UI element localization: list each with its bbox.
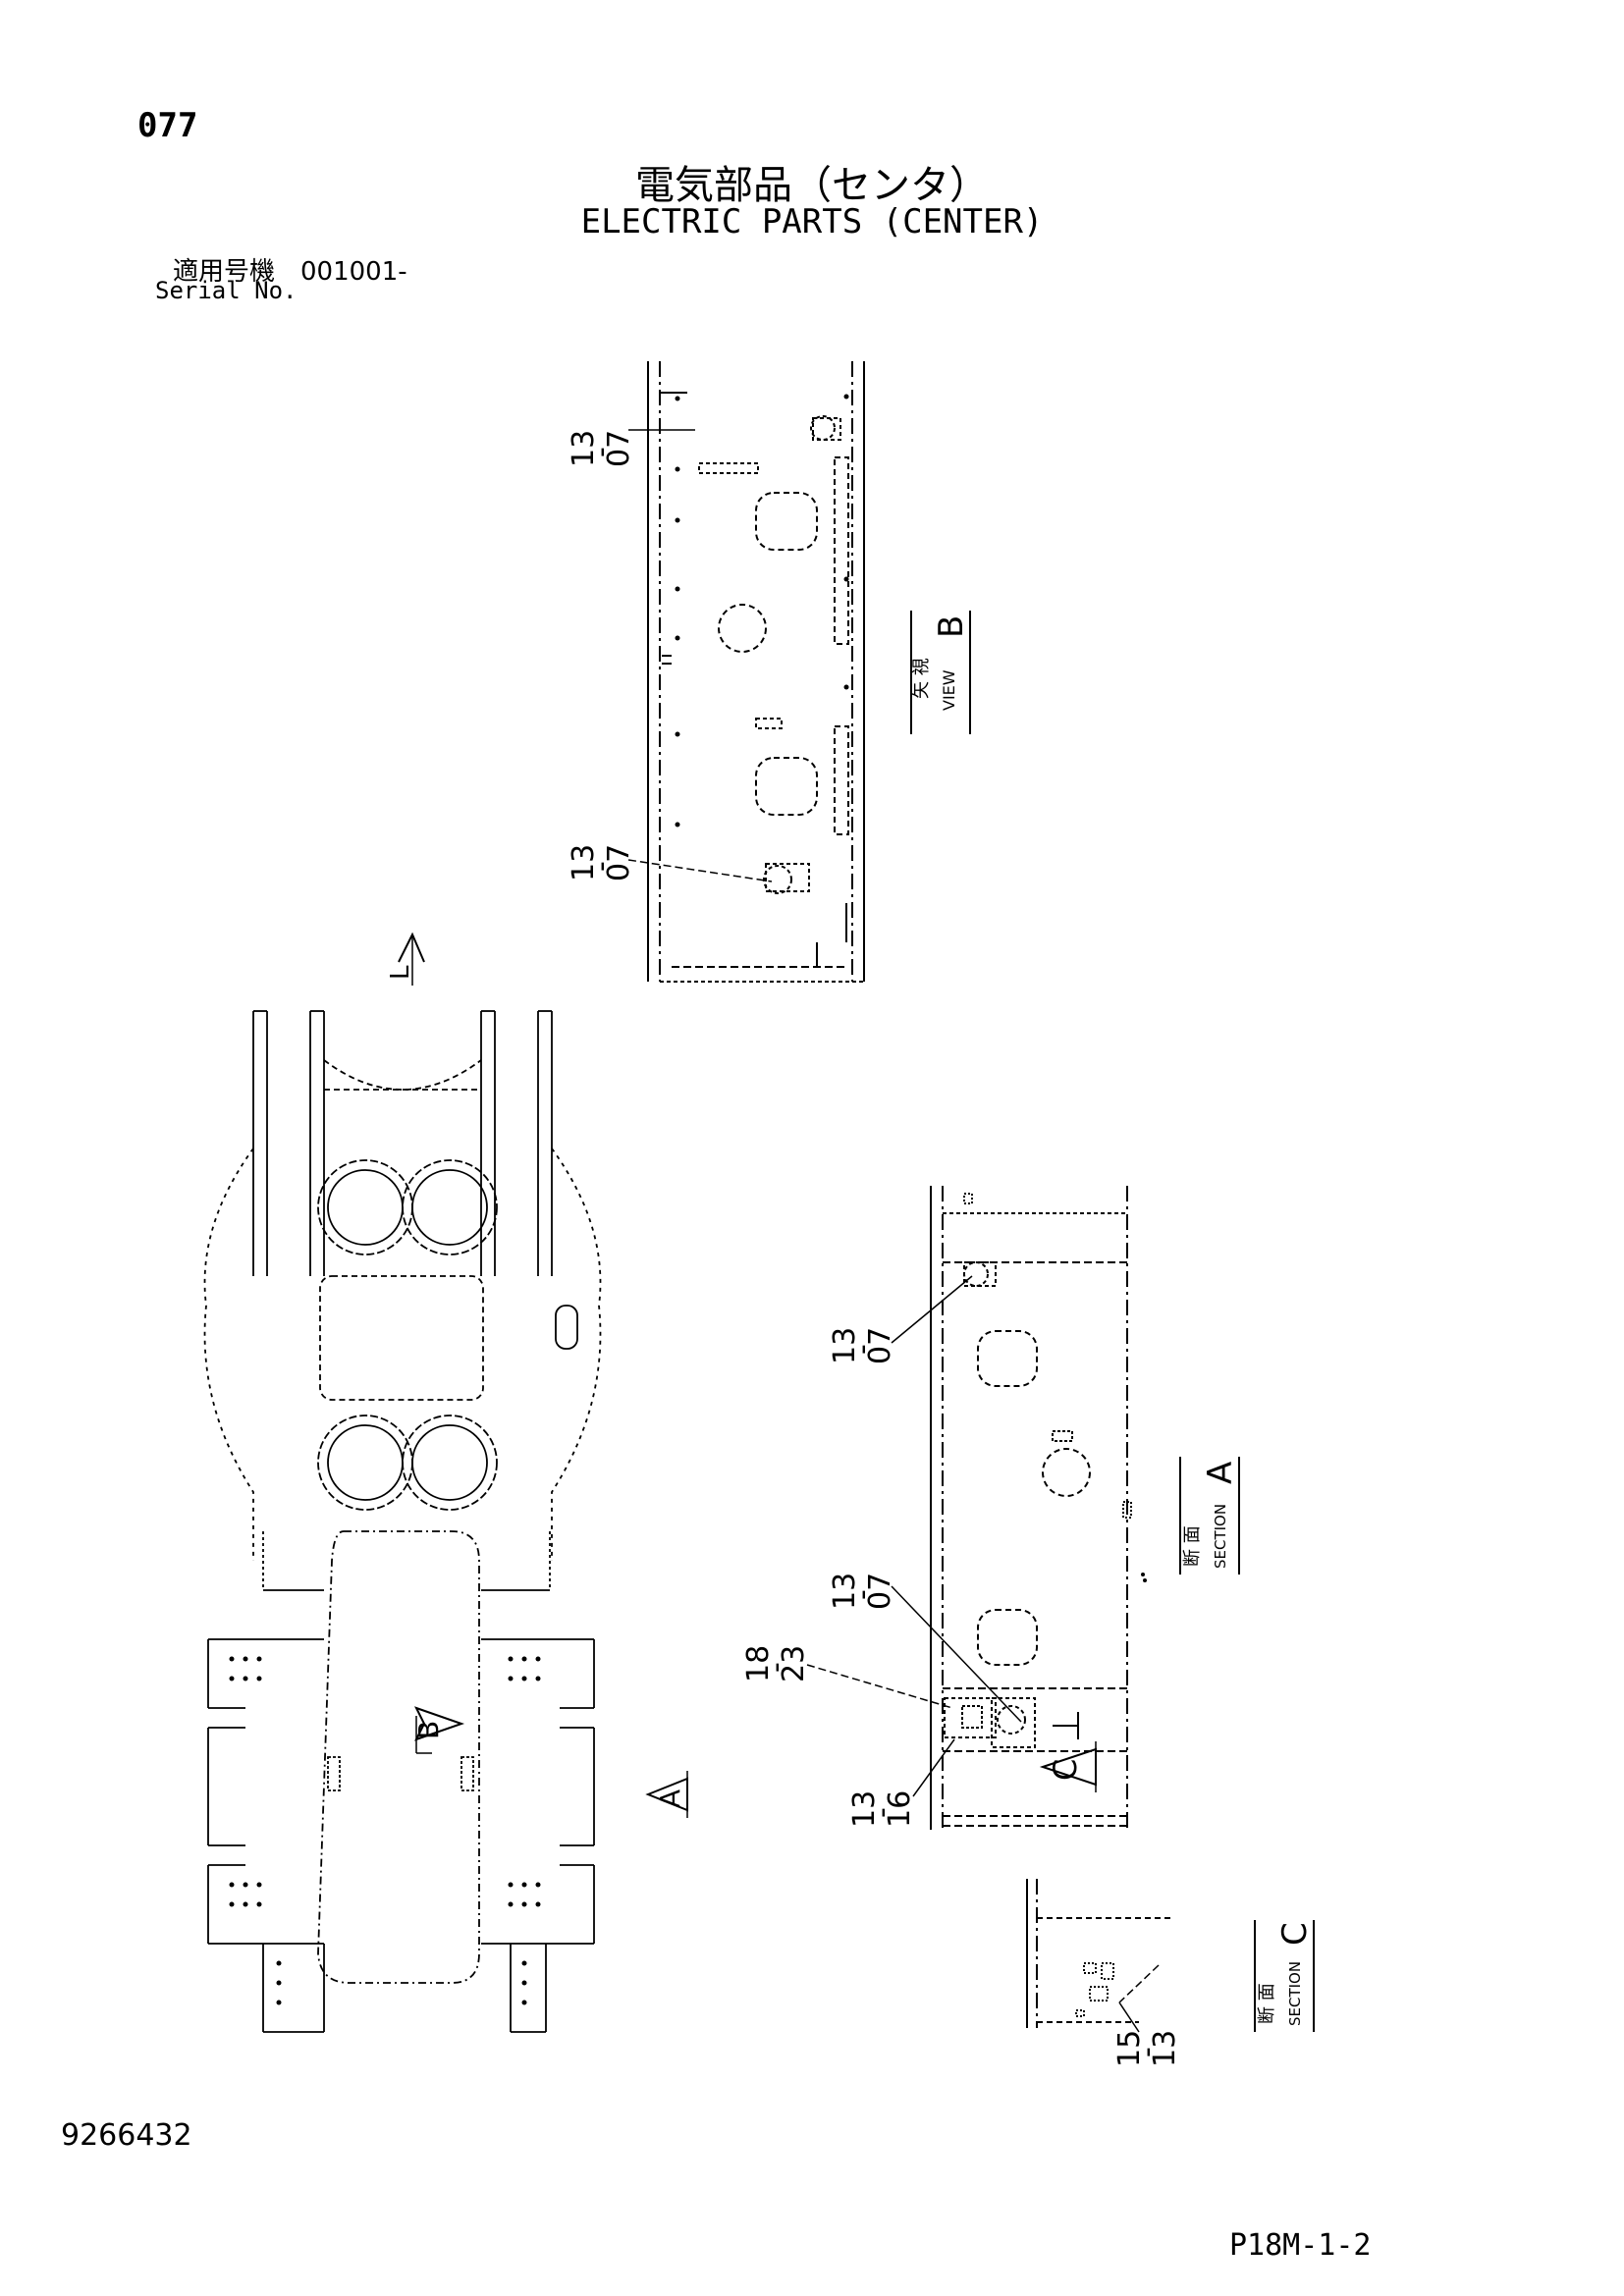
arrow-c-label: C xyxy=(1047,1759,1084,1781)
callout-18-23: 18 - 23 xyxy=(741,1645,811,1682)
reference-code: P18M-1-2 xyxy=(1229,2228,1372,2263)
arrow-l-label: L xyxy=(386,965,415,980)
svg-text:18: 18 xyxy=(741,1645,776,1682)
section-c-label: 断 面 SECTION C xyxy=(1257,1922,1315,2026)
section-c-jp: 断 面 xyxy=(1257,1983,1277,2024)
svg-text:-: - xyxy=(584,861,619,872)
svg-text:07: 07 xyxy=(602,430,636,467)
callout-13-07-c: 13 - 07 xyxy=(828,1327,897,1364)
view-b-en: VIEW xyxy=(940,669,958,711)
svg-text:07: 07 xyxy=(863,1573,897,1610)
serial-label-en: Serial No. xyxy=(155,277,298,304)
view-b-label: 矢 視 VIEW B xyxy=(911,615,971,711)
section-a-jp: 断 面 xyxy=(1182,1525,1203,1567)
callouts: 13 - 07 13 - 07 13 - 07 13 - 07 18 - 23 xyxy=(567,430,1182,2067)
svg-text:-: - xyxy=(845,1589,880,1600)
svg-text:-: - xyxy=(759,1662,793,1673)
document-number: 9266432 xyxy=(61,2118,192,2153)
svg-text:13: 13 xyxy=(567,430,601,467)
svg-text:13: 13 xyxy=(567,844,601,881)
svg-text:-: - xyxy=(584,447,619,457)
callout-13-07-d: 13 - 07 xyxy=(828,1573,897,1610)
section-c-panel xyxy=(1026,1879,1174,2028)
section-a-panel xyxy=(930,1186,1132,1830)
svg-text:13: 13 xyxy=(847,1790,882,1828)
page-title-en: ELECTRIC PARTS (CENTER) xyxy=(580,202,1044,241)
svg-text:13: 13 xyxy=(1148,2030,1182,2067)
serial-label-jp: 適用号機 001001- xyxy=(173,257,407,287)
callout-13-07-a: 13 - 07 xyxy=(567,430,636,467)
view-b-letter: B xyxy=(932,615,971,638)
section-a-label: 断 面 SECTION A xyxy=(1182,1462,1240,1569)
callout-15-13: 15 - 13 xyxy=(1112,2030,1182,2067)
svg-text:23: 23 xyxy=(777,1645,811,1682)
svg-text:07: 07 xyxy=(602,844,636,881)
main-frame xyxy=(203,1010,602,2033)
page-number: 077 xyxy=(137,106,198,145)
svg-text:15: 15 xyxy=(1112,2030,1147,2067)
page-title-jp: 電気部品（センタ） xyxy=(635,163,989,208)
callout-13-07-b: 13 - 07 xyxy=(567,844,636,881)
svg-text:-: - xyxy=(865,1807,899,1818)
section-a-en: SECTION xyxy=(1212,1504,1229,1569)
svg-text:13: 13 xyxy=(828,1573,862,1610)
svg-text:07: 07 xyxy=(863,1327,897,1364)
svg-text:-: - xyxy=(1130,2047,1164,2057)
view-b-panel xyxy=(647,361,865,983)
section-c-en: SECTION xyxy=(1286,1961,1304,2026)
svg-text:13: 13 xyxy=(828,1327,862,1364)
section-a-letter: A xyxy=(1201,1462,1240,1484)
view-b-jp: 矢 視 xyxy=(911,658,932,699)
callout-13-16: 13 - 16 xyxy=(847,1790,917,1828)
section-c-letter: C xyxy=(1275,1922,1315,1946)
svg-text:16: 16 xyxy=(883,1790,917,1828)
arrow-a-label: A xyxy=(654,1789,686,1808)
arrow-b-label: B xyxy=(412,1721,445,1739)
svg-text:-: - xyxy=(845,1344,880,1355)
